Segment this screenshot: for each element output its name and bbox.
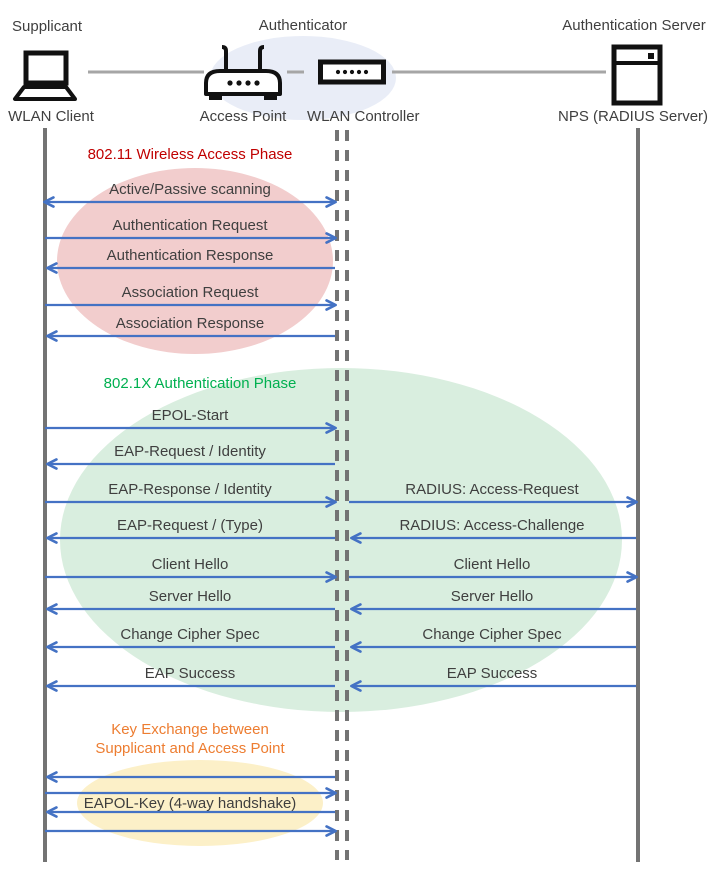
wlan-controller-icon [317,56,387,93]
phase2-ellipse [60,368,622,712]
message-label: RADIUS: Access-Challenge [399,517,585,534]
role-label-supplicant: Supplicant [12,18,83,35]
message-label: Client Hello [453,556,531,573]
phase1-title: 802.11 Wireless Access Phase [87,146,293,163]
role-label-authenticator: Authenticator [258,17,348,34]
message-label: Server Hello [148,588,232,605]
node-label-wlan-controller: WLAN Controller [307,108,420,125]
phase2-title: 802.1X Authentication Phase [103,375,297,392]
message-label: Authentication Request [112,217,268,234]
message-label: Change Cipher Spec [120,626,260,643]
message-label: Active/Passive scanning [109,181,271,198]
phase3-title-line2: Supplicant and Access Point [95,740,285,757]
server-icon [610,44,666,111]
node-label-access-point: Access Point [199,108,287,125]
access-point-icon [198,42,288,109]
message-label: EAP-Request / (Type) [117,517,263,534]
role-label-authentication-server: Authentication Server [562,17,706,34]
message-label: Authentication Response [106,247,274,264]
message-label: Association Request [121,284,259,301]
laptop-icon [5,48,85,111]
node-label-nps-radius-server: NPS (RADIUS Server) [558,108,709,125]
message-label: EAP-Request / Identity [114,443,266,460]
message-label: EAP Success [446,665,538,682]
message-label: Association Response [115,315,265,332]
message-label: EPOL-Start [151,407,229,424]
message-label: Change Cipher Spec [422,626,562,643]
message-label: EAP Success [144,665,236,682]
message-label: EAPOL-Key (4-way handshake) [83,795,297,812]
phase3-title-line1: Key Exchange between [111,721,269,738]
message-label: EAP-Response / Identity [108,481,272,498]
node-label-wlan-client: WLAN Client [8,108,94,125]
message-label: Client Hello [151,556,229,573]
message-label: RADIUS: Access-Request [405,481,579,498]
message-label: Server Hello [450,588,534,605]
